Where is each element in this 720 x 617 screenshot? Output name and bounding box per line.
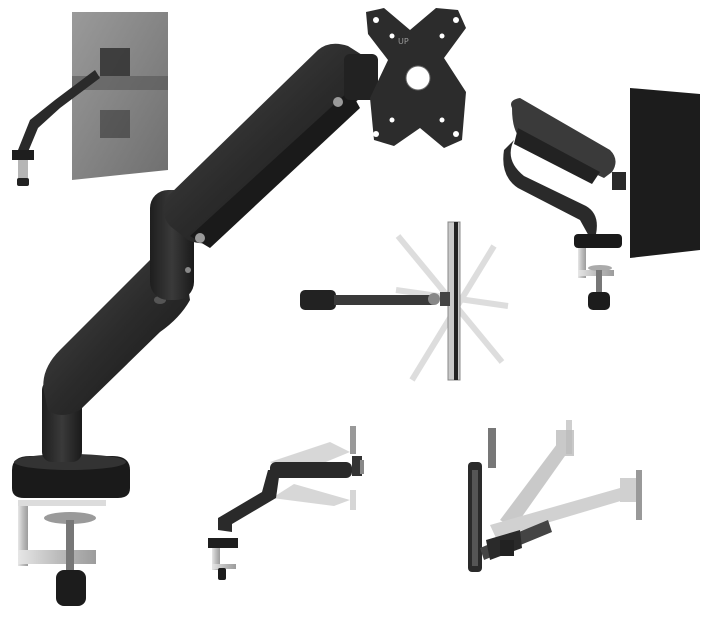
clamp-screw <box>66 520 74 572</box>
lower-arm <box>218 470 280 532</box>
wall-extension-view <box>468 420 642 572</box>
vesa-plate-reflection <box>100 110 130 138</box>
clamp-knob <box>218 568 226 580</box>
upper-arm <box>511 98 616 178</box>
clamp-bracket <box>18 160 28 178</box>
upper-arm <box>163 43 376 244</box>
side-mounted-view <box>503 88 700 310</box>
vesa-bracket <box>488 428 496 468</box>
vesa-plate <box>100 48 130 76</box>
clamp-bottom-plate <box>18 550 96 564</box>
vesa-bracket <box>350 426 356 454</box>
vesa-bracket <box>636 470 642 520</box>
monitor-panel <box>630 88 700 258</box>
vesa-marking: UP <box>398 37 409 46</box>
clamp-top-plate <box>18 500 106 506</box>
lower-arm <box>503 140 597 238</box>
monitor-panel <box>72 12 168 180</box>
gas-spring-cover <box>190 90 360 248</box>
desk-base <box>300 290 336 310</box>
main-product-view: UP <box>12 8 466 606</box>
rotation-swivel-view <box>300 221 509 382</box>
swivel-joint <box>428 293 440 305</box>
upper-arm <box>270 462 352 478</box>
clamp-bracket <box>578 248 586 278</box>
tilt-head <box>612 172 626 190</box>
arm-ghost-down <box>272 484 350 506</box>
clamp-base <box>12 150 34 160</box>
tilt-head <box>344 54 378 100</box>
vesa-plate: UP <box>366 8 466 148</box>
clamp-side <box>18 506 28 566</box>
lower-arm <box>43 252 191 415</box>
desk-base <box>208 538 238 548</box>
arm-segment <box>18 70 100 152</box>
arm-ghosts <box>490 430 640 538</box>
desk-base <box>574 234 622 248</box>
clamp-knob <box>588 292 610 310</box>
monitor-mounted-view <box>12 12 168 186</box>
clamp-knob <box>56 570 86 606</box>
clamp-bracket <box>212 548 220 570</box>
height-adjust-view <box>208 426 364 580</box>
extension-arm <box>334 295 434 305</box>
